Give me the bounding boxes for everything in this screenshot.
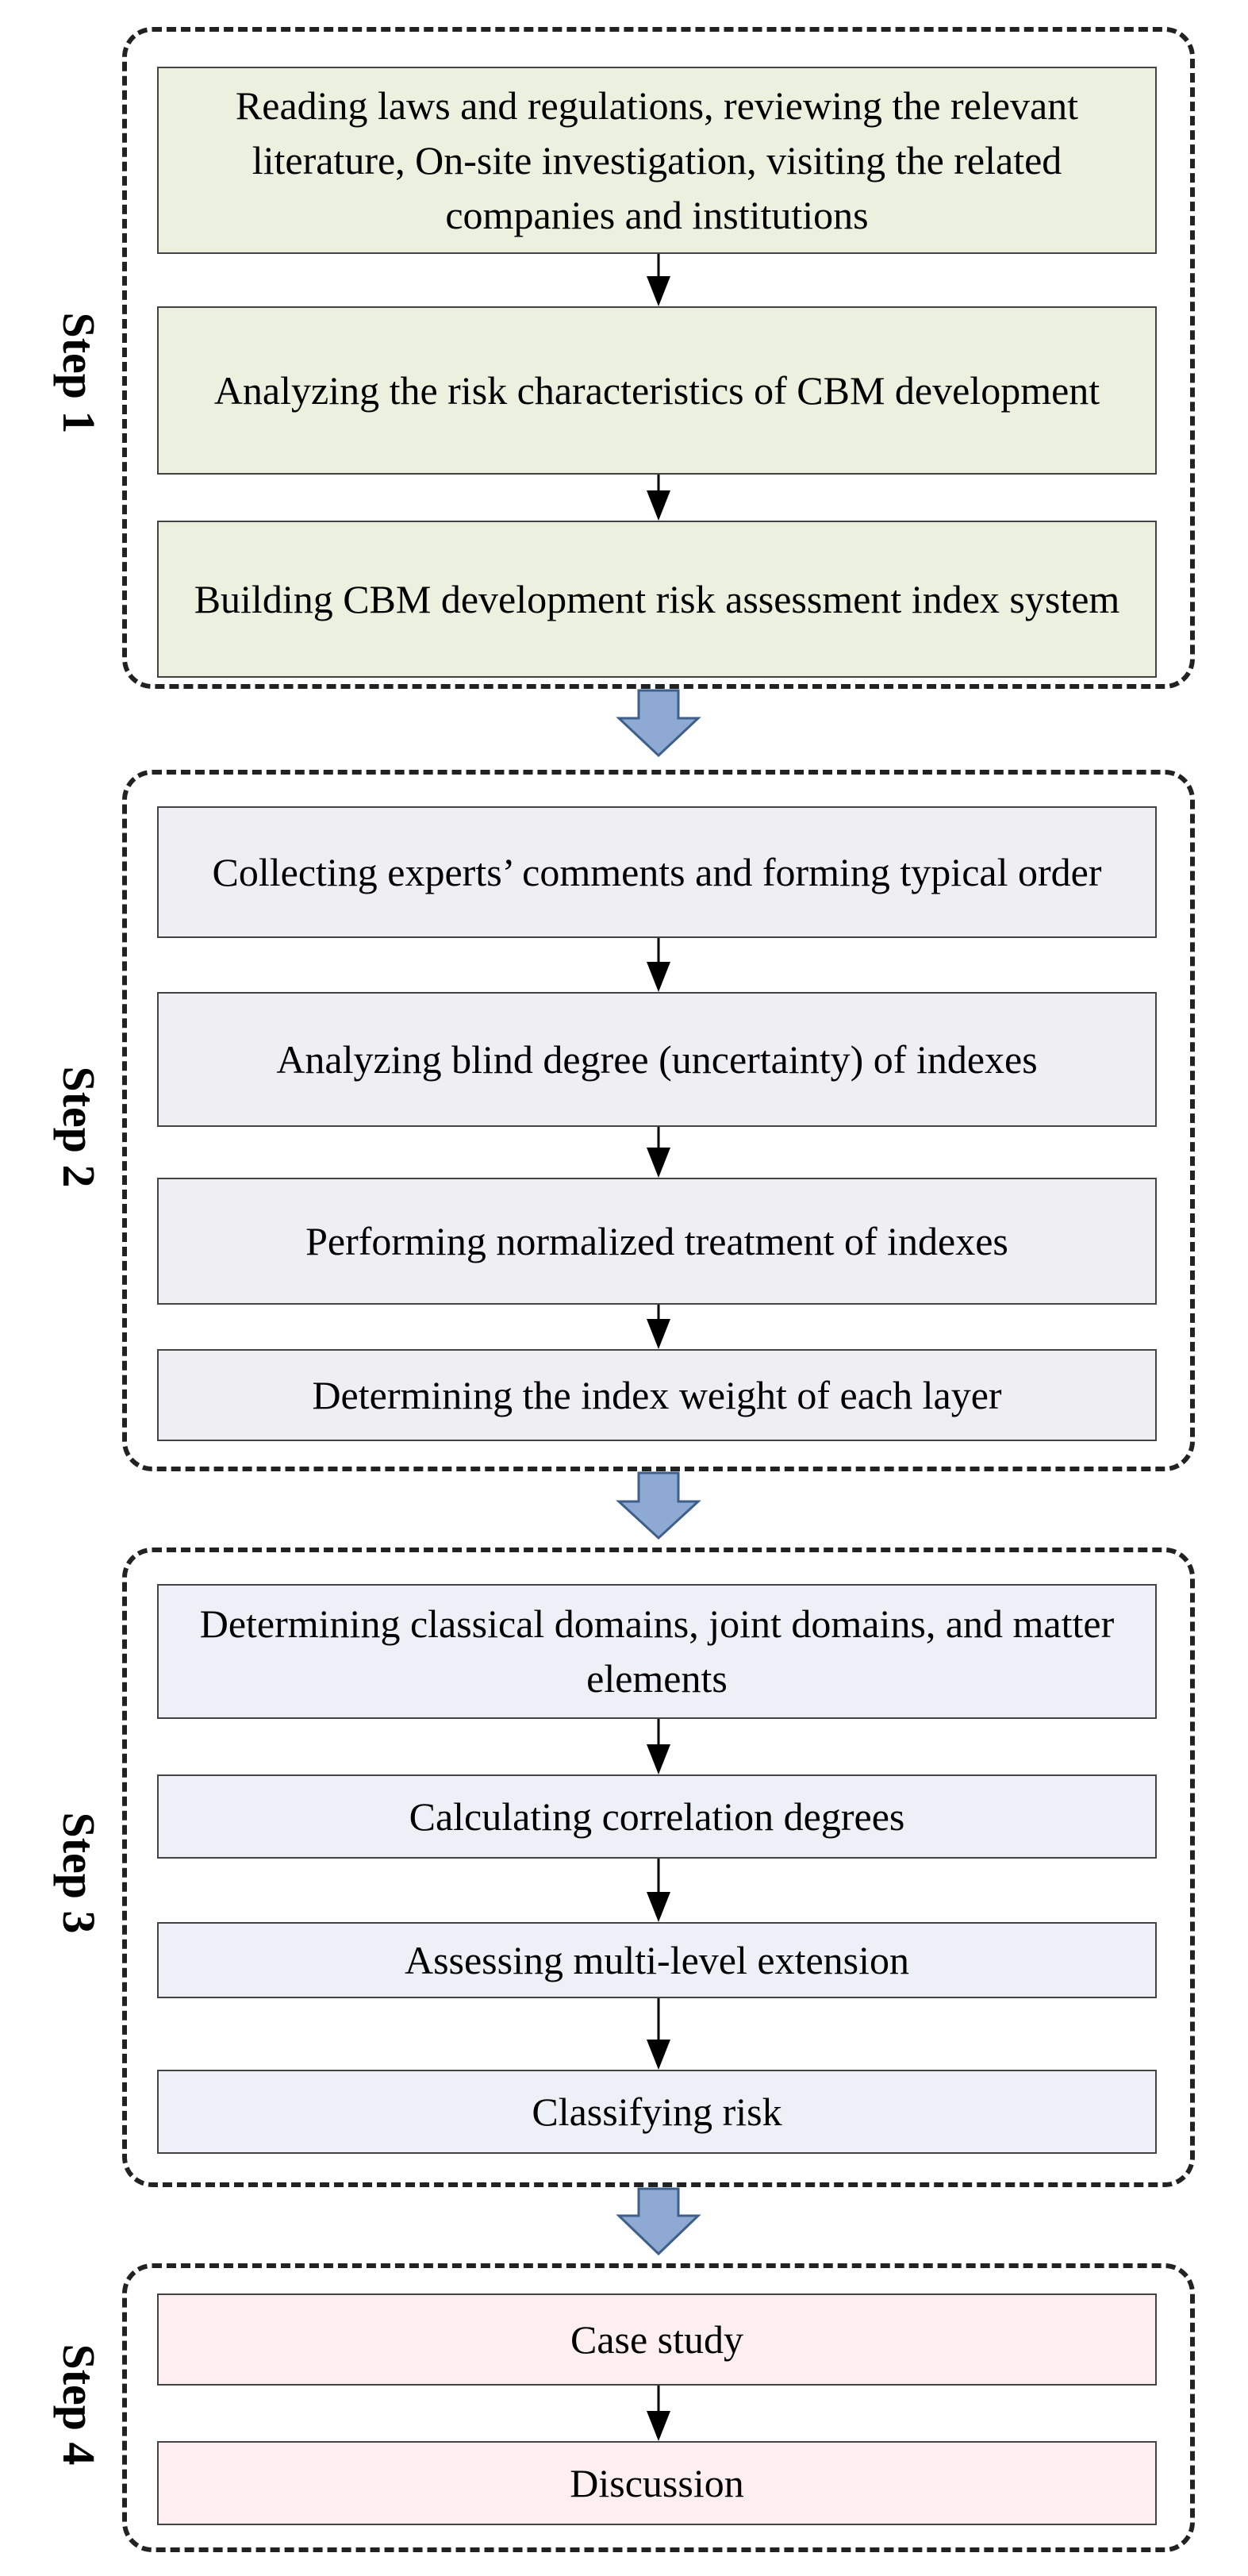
step1-group (122, 27, 1195, 689)
step2-box-expert-comments: Collecting experts’ comments and forming… (157, 806, 1157, 938)
step3-box-3-text: Assessing multi-level extension (404, 1937, 910, 1982)
step3-box-correlation-degrees: Calculating correlation degrees (157, 1774, 1157, 1859)
arrow-s2-3 (647, 1305, 670, 1349)
step2-group (122, 770, 1195, 1471)
step4-box-case-study: Case study (157, 2293, 1157, 2386)
step2-box-4-text: Determining the index weight of each lay… (312, 1372, 1002, 1417)
step1-box-risk-characteristics: Analyzing the risk characteristics of CB… (157, 306, 1157, 475)
step1-box-index-system: Building CBM development risk assessment… (157, 521, 1157, 678)
step4-group (122, 2263, 1195, 2552)
big-arrow-3-4 (616, 2187, 701, 2256)
step2-box-2-text: Analyzing blind degree (uncertainty) of … (276, 1036, 1038, 1082)
step4-box-2-text: Discussion (570, 2460, 744, 2505)
step2-box-index-weight: Determining the index weight of each lay… (157, 1349, 1157, 1441)
arrow-s2-1 (647, 938, 670, 992)
step4-box-1-text: Case study (570, 2316, 744, 2362)
step3-box-2-text: Calculating correlation degrees (409, 1794, 905, 1839)
step3-group (122, 1548, 1195, 2187)
step1-box-1-text: Reading laws and regulations, reviewing … (235, 83, 1079, 237)
arrow-s1-2 (647, 475, 670, 521)
arrow-s3-1 (647, 1719, 670, 1774)
step1-box-3-text: Building CBM development risk assessment… (194, 576, 1120, 621)
step3-box-4-text: Classifying risk (532, 2089, 782, 2134)
step2-box-blind-degree: Analyzing blind degree (uncertainty) of … (157, 992, 1157, 1127)
step4-box-discussion: Discussion (157, 2441, 1157, 2525)
big-arrow-2-3 (616, 1471, 701, 1540)
arrow-s2-2 (647, 1127, 670, 1178)
step2-box-1-text: Collecting experts’ comments and forming… (212, 849, 1102, 894)
step2-box-normalized-treatment: Performing normalized treatment of index… (157, 1178, 1157, 1305)
step1-box-reading-laws: Reading laws and regulations, reviewing … (157, 67, 1157, 254)
step3-box-classical-domains: Determining classical domains, joint dom… (157, 1584, 1157, 1719)
step3-box-1-text: Determining classical domains, joint dom… (199, 1601, 1115, 1701)
arrow-s4-1 (647, 2386, 670, 2441)
arrow-s3-3 (647, 1998, 670, 2070)
step3-box-multilevel-extension: Assessing multi-level extension (157, 1922, 1157, 1998)
arrow-s1-1 (647, 254, 670, 306)
big-arrow-1-2 (616, 689, 701, 758)
step2-box-3-text: Performing normalized treatment of index… (305, 1218, 1008, 1263)
step3-box-classifying-risk: Classifying risk (157, 2070, 1157, 2154)
step1-box-2-text: Analyzing the risk characteristics of CB… (213, 367, 1100, 413)
arrow-s3-2 (647, 1859, 670, 1922)
